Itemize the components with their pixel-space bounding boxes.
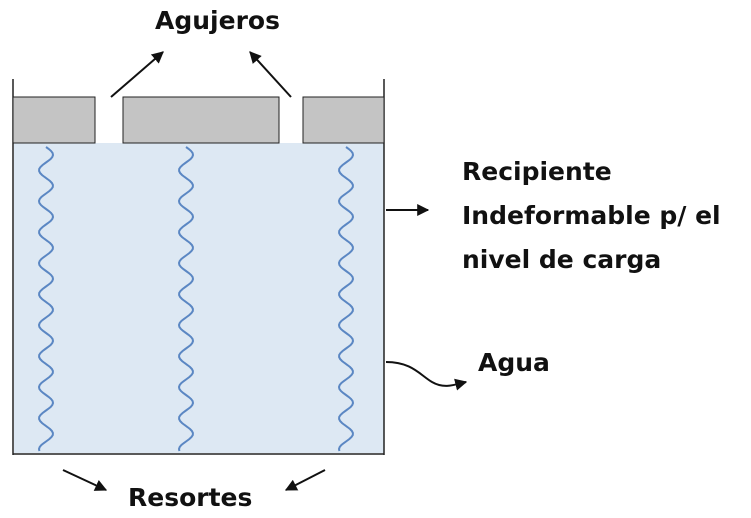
- holes-label: Agujeros: [155, 6, 280, 35]
- spring-middle: [177, 146, 195, 452]
- lid-right: [302, 96, 385, 144]
- arrow-icon: [110, 51, 164, 98]
- lid-left: [12, 96, 96, 144]
- arrow-icon: [62, 469, 108, 491]
- lid-middle: [122, 96, 280, 144]
- container-label: Recipiente Indeformable p/ el nivel de c…: [462, 150, 721, 282]
- springs-label: Resortes: [128, 483, 253, 512]
- spring-left: [37, 146, 55, 452]
- container-label-line: nivel de carga: [462, 245, 662, 274]
- container-label-line: Indeformable p/ el: [462, 201, 721, 230]
- arrow-icon: [249, 51, 292, 98]
- spring-right: [337, 146, 355, 452]
- curved-arrow-icon: [385, 361, 468, 391]
- arrow-icon: [284, 469, 326, 491]
- water-label: Agua: [478, 348, 550, 377]
- container-label-line: Recipiente: [462, 157, 612, 186]
- water-body: [14, 143, 384, 453]
